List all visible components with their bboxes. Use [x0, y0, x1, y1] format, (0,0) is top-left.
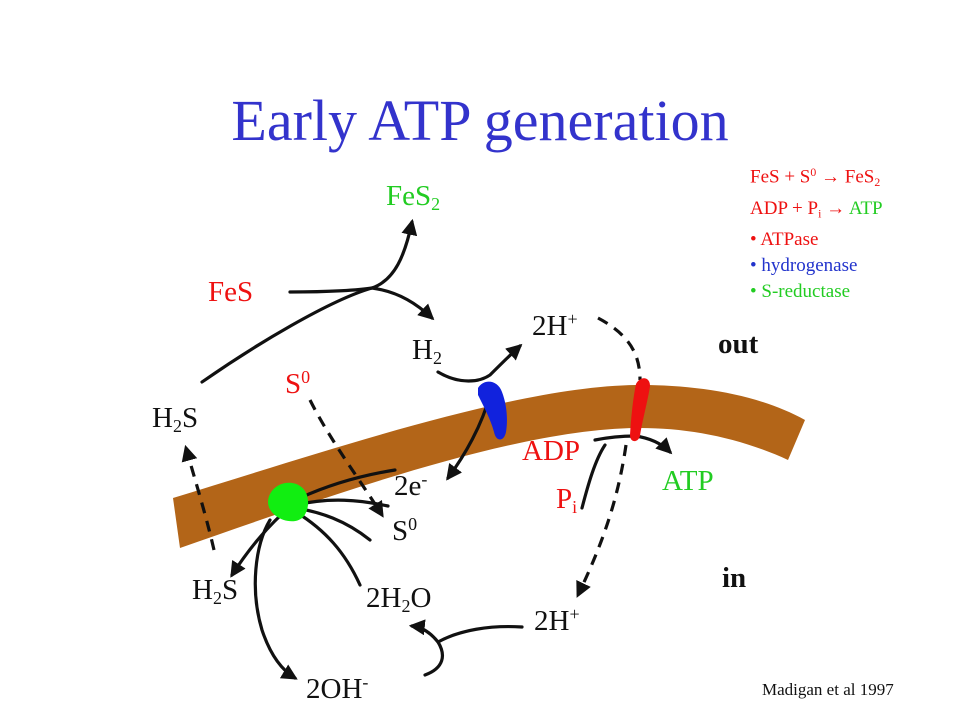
s0-to-s0-dashed-arrow — [308, 399, 384, 518]
label-2h-in: 2H+ — [534, 605, 580, 636]
legend-reaction-atp-lhs: ADP + P — [750, 197, 819, 219]
label-s0-bottom-base: S — [392, 514, 409, 547]
legend: FeS + S0 → FeS2 ADP + Pi → ATP • ATPase … — [750, 160, 883, 305]
label-2h-out-sup: + — [567, 309, 578, 329]
label-2h-in-sup: + — [569, 604, 580, 624]
electrons-to-sreductase-line — [298, 468, 397, 500]
legend-superscript: 0 — [810, 166, 817, 179]
label-h2s-bottom-sub: 2 — [212, 588, 222, 609]
legend-reaction-fes-lhs: FeS + S — [750, 166, 811, 188]
pi-to-atpase-line — [580, 443, 607, 510]
label-h2: H2 — [412, 334, 442, 369]
citation: Madigan et al 1997 — [762, 680, 894, 699]
sreductase-to-h2s-arrow — [230, 512, 284, 578]
sreductase-fan-2 — [294, 506, 372, 542]
h2-to-hydrogenase-arrow — [436, 343, 523, 383]
label-2h2o-a: 2H — [366, 582, 402, 614]
h-out-to-atpase-dashed-line — [597, 316, 642, 381]
legend-bullet-atpase: • ATPase — [750, 227, 883, 253]
label-s0-bottom: S0 — [392, 515, 417, 546]
label-h2s-left-sub: 2 — [172, 416, 182, 437]
bullet-symbol: • — [750, 281, 757, 303]
label-s0-top-base: S — [285, 367, 302, 400]
label-s0-top: S0 — [285, 368, 310, 399]
label-pi-base: P — [556, 483, 573, 515]
label-h2s-bottom-b: S — [221, 574, 239, 606]
hydrogenase-enzyme — [478, 381, 507, 440]
atpase-enzyme — [630, 378, 650, 442]
legend-arrow: → — [826, 197, 846, 219]
label-2e: 2e- — [394, 470, 427, 501]
label-s0-top-sup: 0 — [301, 367, 311, 387]
label-2oh-base: 2OH — [306, 672, 363, 705]
bullet-symbol: • — [750, 229, 757, 251]
legend-bullet-label: hydrogenase — [761, 255, 858, 277]
legend-bullet-hydrogenase: • hydrogenase — [750, 253, 883, 279]
legend-bullet-label: ATPase — [760, 229, 819, 251]
adp-to-atpase-line — [593, 434, 637, 442]
to-h2-arrow — [370, 286, 435, 321]
page-title: Early ATP generation — [231, 88, 729, 153]
fes-to-fes2-arrow — [288, 218, 418, 294]
label-atp: ATP — [662, 465, 714, 497]
bullet-symbol: • — [750, 255, 757, 277]
label-2h2o: 2H2O — [366, 582, 432, 617]
label-2h2o-b: O — [410, 582, 432, 614]
s-reductase-enzyme — [268, 482, 309, 522]
atpase-to-atp-arrow — [633, 434, 673, 455]
label-h2-base: H — [412, 334, 433, 366]
label-2h-out-base: 2H — [532, 309, 568, 342]
label-h2s-left-a: H — [152, 402, 173, 434]
cell-membrane — [173, 385, 805, 548]
label-2e-base: 2e — [394, 469, 422, 502]
label-in: in — [722, 562, 747, 594]
label-fes2-sub: 2 — [431, 194, 441, 215]
legend-bullet-s-reductase: • S-reductase — [750, 279, 883, 305]
h-in-to-water-head — [408, 619, 440, 644]
label-2oh: 2OH- — [306, 673, 368, 704]
label-fes: FeS — [208, 276, 254, 308]
label-2e-sup: - — [421, 469, 428, 489]
legend-subscript: 2 — [874, 175, 881, 189]
label-2h-out: 2H+ — [532, 310, 578, 341]
label-out: out — [718, 328, 759, 360]
label-h2s-left-b: S — [181, 402, 199, 434]
label-h2s-bottom-a: H — [192, 574, 213, 606]
legend-reaction-fes: FeS + S0 → FeS2 — [750, 160, 883, 196]
label-h2s-left: H2S — [152, 402, 199, 437]
label-h2-sub: 2 — [432, 348, 442, 369]
label-h2s-bottom: H2S — [192, 574, 239, 609]
sreductase-to-oh-arrow — [253, 518, 298, 680]
label-fes2-base: FeS — [386, 180, 432, 212]
sreductase-to-water-line — [294, 510, 362, 587]
legend-arrow: → — [821, 166, 840, 188]
label-2h-in-base: 2H — [534, 604, 570, 637]
legend-reaction-fes-rhs: FeS — [844, 166, 875, 188]
label-fes2: FeS2 — [386, 180, 441, 215]
legend-reaction-atp: ADP + Pi → ATP — [750, 196, 883, 227]
legend-reaction-atp-rhs: ATP — [848, 197, 883, 219]
atpase-to-h-in-dashed-arrow — [576, 444, 628, 598]
label-pi: Pi — [556, 483, 578, 518]
legend-bullet-label: S-reductase — [761, 281, 851, 303]
label-adp: ADP — [522, 435, 581, 467]
h2s-to-fes2-line — [200, 286, 374, 384]
label-2oh-sup: - — [362, 672, 369, 692]
label-2h2o-sub: 2 — [401, 596, 411, 617]
h-in-to-water-arrow — [423, 625, 524, 677]
legend-subscript: i — [818, 207, 822, 221]
label-s0-bottom-sup: 0 — [408, 514, 418, 534]
label-pi-sub: i — [572, 497, 578, 518]
